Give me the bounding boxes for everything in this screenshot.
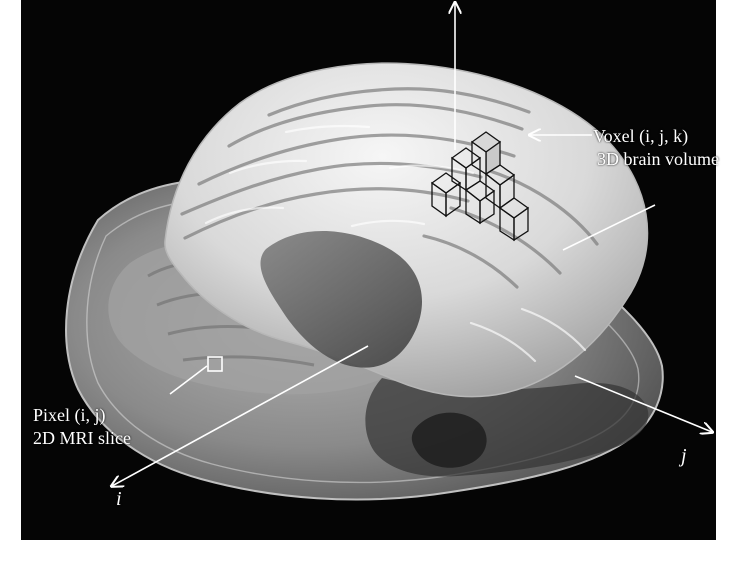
- mri-slice-label: 2D MRI slice: [33, 428, 131, 448]
- j-axis-label: j: [681, 446, 687, 466]
- pixel-label: Pixel (i, j): [33, 405, 106, 425]
- brain-volume-label: 3D brain volume: [597, 149, 719, 169]
- i-axis-label: i: [116, 489, 122, 509]
- voxel-label: Voxel (i, j, k): [593, 126, 688, 146]
